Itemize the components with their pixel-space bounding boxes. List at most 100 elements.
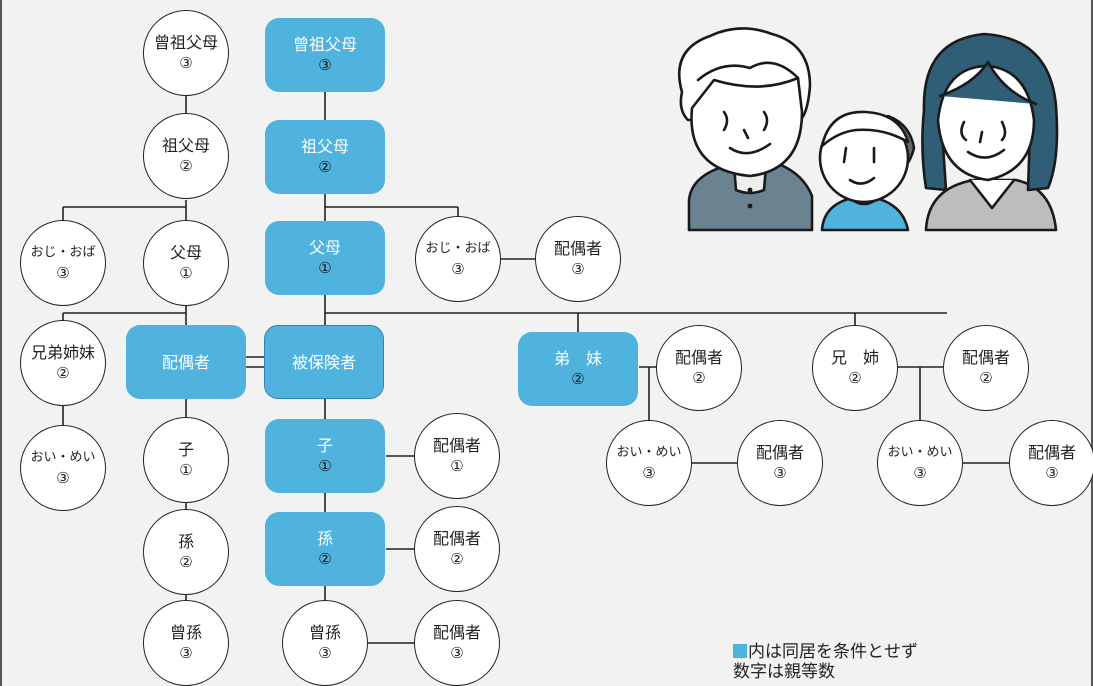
node-label: 配偶者 [1027,443,1076,462]
node-degree: ③ [179,54,193,72]
node-degree: ② [318,550,332,568]
node-label: 曾祖父母 [292,35,357,54]
node-degree: ② [318,158,332,176]
frame-border-right [1091,0,1093,686]
node-younger-siblings-spouse: 配偶者 ② [656,325,742,411]
node-degree: ② [979,369,993,387]
node-older-siblings: 兄 姉 ② [812,325,898,411]
node-label: 曾祖父母 [153,33,218,52]
mother-figure [921,32,1059,232]
node-grandchild: 孫 ② [265,512,385,586]
node-label: 配偶者 [674,348,723,367]
node-label: 祖父母 [161,136,210,155]
node-uncle-aunt-in-law: おじ・おば ③ [20,220,106,306]
legend-text-2: 数字は親等数 [733,662,835,682]
node-label: 配偶者 [432,436,481,455]
node-grandchild-spouse: 配偶者 ② [414,506,500,592]
node-parents: 父母 ① [265,221,385,295]
frame-border-left [0,0,2,686]
node-degree: ③ [56,469,70,487]
node-label: 曾孫 [169,623,202,642]
node-younger-siblings: 弟 妹 ② [518,332,638,406]
node-nephew-niece-2-spouse: 配偶者 ③ [1009,420,1093,506]
node-label: 配偶者 [961,348,1010,367]
legend-text-1: 内は同居を条件とせず [748,642,918,662]
node-degree: ② [179,157,193,175]
node-child-in-law: 子 ① [143,417,229,503]
node-label: 孫 [316,529,333,548]
node-label: 曾孫 [308,623,341,642]
node-uncle-aunt-spouse: 配偶者 ③ [535,216,621,302]
node-degree: ① [450,457,464,475]
node-spouse: 配偶者 [126,325,246,399]
node-label: 配偶者 [432,623,481,642]
node-label: 祖父母 [300,137,349,156]
node-grandparents-in-law: 祖父母 ② [143,113,229,199]
node-degree: ① [179,264,193,282]
legend: 内は同居を条件とせず 数字は親等数 [733,642,918,682]
node-grandparents: 祖父母 ② [265,120,385,194]
node-label: 被保険者 [291,352,356,372]
legend-swatch [733,644,747,658]
node-degree: ② [848,369,862,387]
legend-line-1: 内は同居を条件とせず [733,642,918,662]
node-label: おい・めい [616,445,682,460]
node-degree: ① [318,457,332,475]
node-degree: ③ [318,644,332,662]
node-nephew-niece-1: おい・めい ③ [606,420,692,506]
grandmother-figure [677,27,814,232]
node-degree: ② [56,364,70,382]
node-great-grandparents: 曾祖父母 ③ [265,18,385,92]
node-degree: ① [318,259,332,277]
node-great-grandchild: 曾孫 ③ [282,600,368,686]
node-degree: ③ [318,56,332,74]
node-great-grandchild-spouse: 配偶者 ③ [414,600,500,686]
node-degree: ② [571,370,585,388]
node-label: 子 [177,440,194,459]
node-label: おじ・おば [425,241,491,256]
node-label: 父母 [169,243,202,262]
node-label: 子 [316,436,333,455]
node-degree: ③ [1045,464,1059,482]
node-degree: ② [692,369,706,387]
node-nephew-niece-in-law: おい・めい ③ [20,425,106,511]
node-degree: ③ [571,260,585,278]
node-label: 孫 [177,532,194,551]
node-older-siblings-spouse: 配偶者 ② [943,325,1029,411]
node-label: 配偶者 [553,239,602,258]
node-child: 子 ① [265,419,385,493]
node-degree: ③ [179,644,193,662]
node-label: 配偶者 [755,443,804,462]
node-degree: ① [179,461,193,479]
node-label: 父母 [308,238,341,257]
node-degree: ③ [642,464,656,482]
node-great-grandparents-in-law: 曾祖父母 ③ [143,10,229,96]
node-label: おじ・おば [30,245,96,260]
node-degree: ③ [56,264,70,282]
node-degree: ③ [913,464,927,482]
node-label: 兄弟姉妹 [30,343,95,362]
node-siblings-in-law: 兄弟姉妹 ② [20,320,106,406]
node-grandchild-in-law: 孫 ② [143,509,229,595]
node-label: 配偶者 [161,352,210,372]
node-insured: 被保険者 [264,325,384,399]
node-child-spouse: 配偶者 ① [414,413,500,499]
node-uncle-aunt: おじ・おば ③ [415,216,501,302]
node-label: 兄 姉 [830,348,879,367]
node-nephew-niece-1-spouse: 配偶者 ③ [737,420,823,506]
girl-figure [818,110,916,232]
node-label: おい・めい [30,450,96,465]
family-illustration [677,27,1059,232]
node-label: 弟 妹 [553,349,602,368]
node-parents-in-law: 父母 ① [143,220,229,306]
node-degree: ③ [773,464,787,482]
node-degree: ② [450,550,464,568]
node-label: おい・めい [887,445,953,460]
node-label: 配偶者 [432,529,481,548]
node-degree: ③ [450,644,464,662]
node-great-grandchild-in-law: 曾孫 ③ [143,600,229,686]
node-nephew-niece-2: おい・めい ③ [877,420,963,506]
node-degree: ② [179,553,193,571]
node-degree: ③ [451,260,465,278]
